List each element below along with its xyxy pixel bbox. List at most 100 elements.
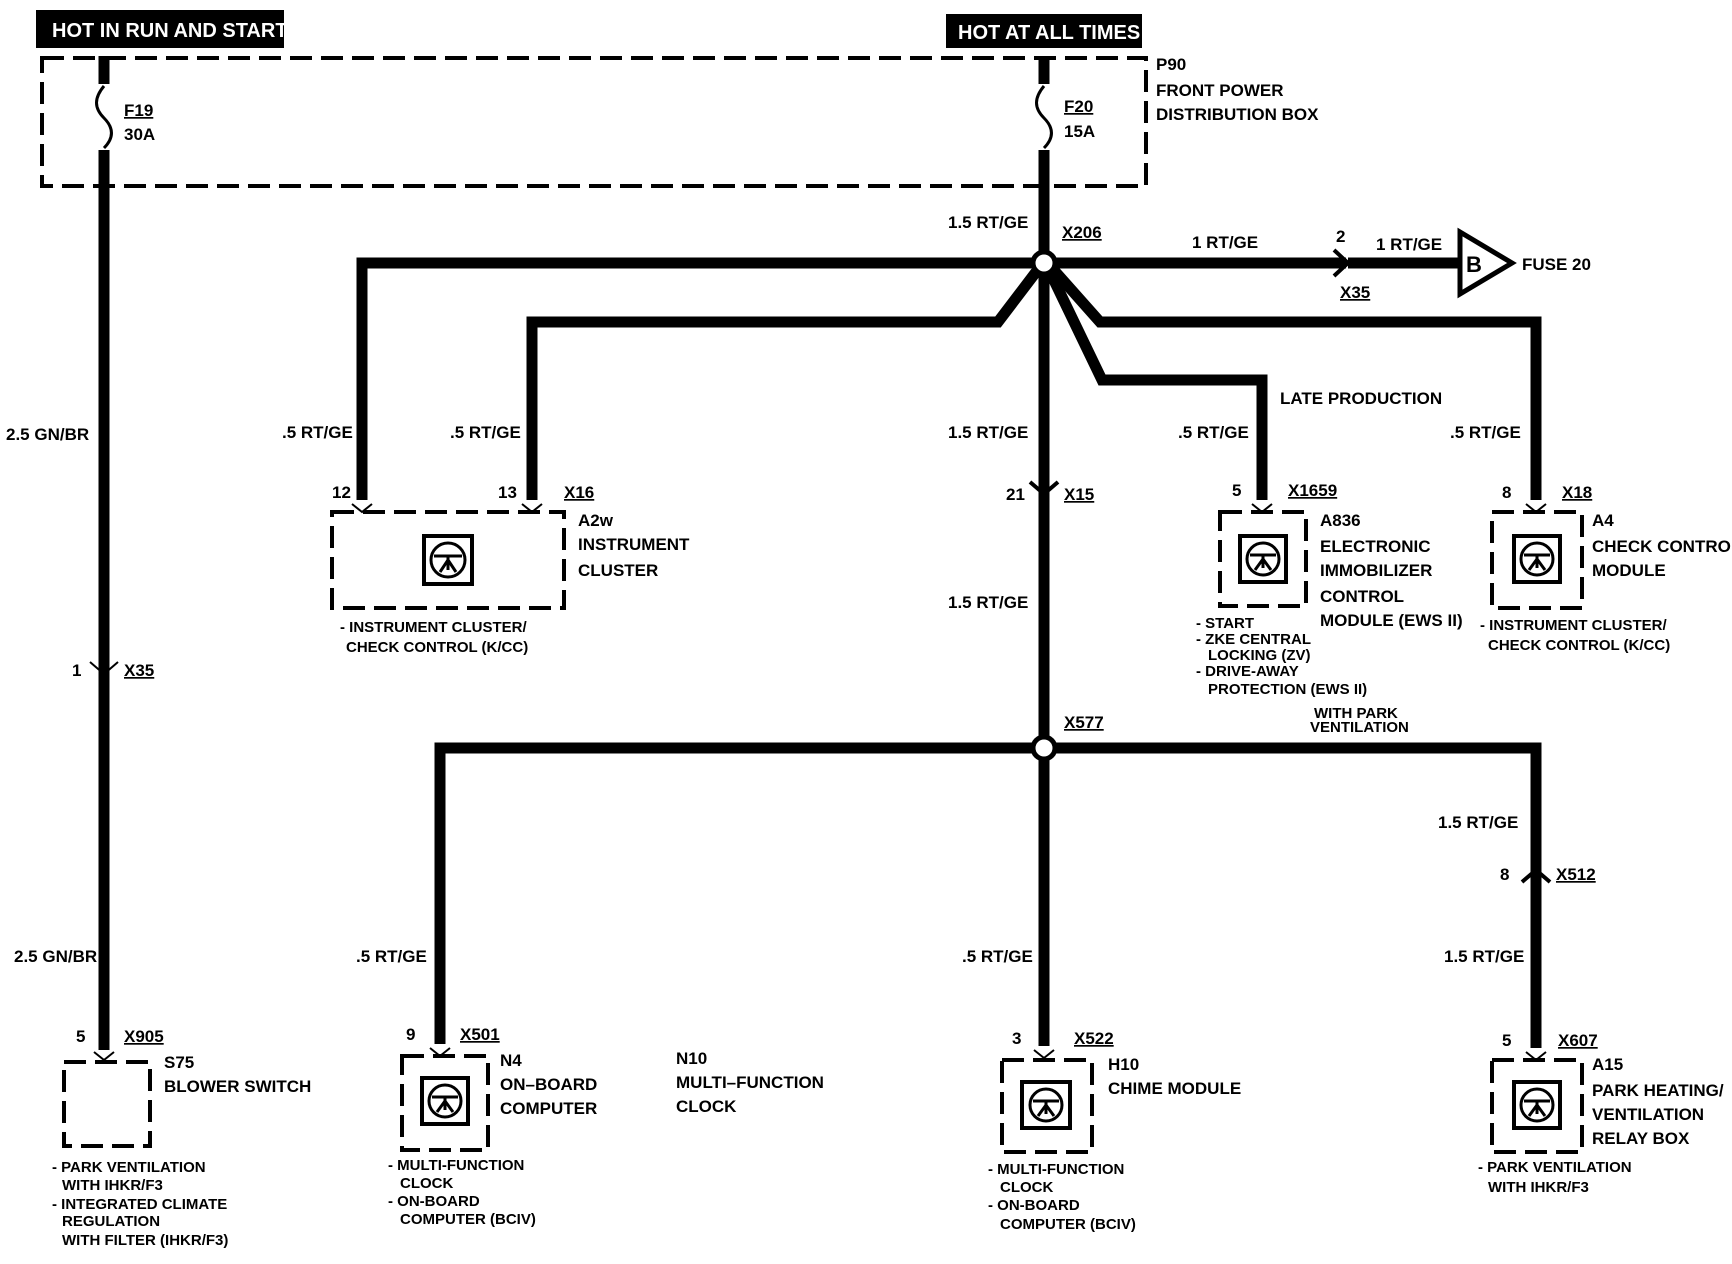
x607-id: X607 — [1558, 1031, 1598, 1050]
x522-id: X522 — [1074, 1029, 1114, 1048]
a836-name-2: IMMOBILIZER — [1320, 561, 1432, 580]
offpage-b-letter: B — [1466, 252, 1482, 277]
run-start-header: HOT IN RUN AND START — [52, 20, 288, 42]
n4-note-1: - MULTI-FUNCTION — [388, 1157, 524, 1174]
n10-name-1: MULTI–FUNCTION — [676, 1073, 824, 1092]
run-start-header-bg — [36, 10, 284, 48]
a4-note-2: CHECK CONTROL (K/CC) — [1488, 637, 1670, 654]
park-vent-note-1: WITH PARK — [1314, 705, 1398, 722]
a4-name-1: CHECK CONTROL — [1592, 537, 1732, 556]
s75-id: S75 — [164, 1053, 194, 1072]
wire-n4-label: .5 RT/GE — [356, 947, 427, 966]
wire-a15 — [1055, 742, 1542, 1048]
x15-connector-icon — [1028, 480, 1060, 497]
fuse-f19 — [95, 56, 113, 188]
wire-a2w-pin12 — [356, 257, 1034, 500]
a2w-module-icon — [422, 534, 474, 586]
h10-note-2: CLOCK — [1000, 1179, 1053, 1196]
x512-connector-icon — [1520, 867, 1552, 884]
power-box-name-2: DISTRIBUTION BOX — [1156, 105, 1319, 124]
n4-id: N4 — [500, 1051, 522, 1070]
component-a2w-box — [330, 510, 566, 610]
a836-module-icon — [1238, 534, 1288, 584]
wire-x15-lower-label: 1.5 RT/GE — [948, 593, 1028, 612]
x16-id: X16 — [564, 483, 594, 502]
a2w-name-2: CLUSTER — [578, 561, 658, 580]
s75-note-4: REGULATION — [62, 1213, 160, 1230]
all-times-header-bg — [946, 14, 1142, 48]
a2w-note-2: CHECK CONTROL (K/CC) — [346, 639, 528, 656]
a15-connector — [1525, 1051, 1547, 1062]
x1659-pin: 5 — [1232, 481, 1241, 500]
a836-note-1: - START — [1196, 615, 1254, 632]
n4-note-3: - ON-BOARD — [388, 1193, 480, 1210]
x35-top-pin: 2 — [1336, 227, 1345, 246]
a836-connector — [1251, 503, 1273, 514]
park-vent-note-2: VENTILATION — [1310, 719, 1409, 736]
s75-note-1: - PARK VENTILATION — [52, 1159, 206, 1176]
x18-pin: 8 — [1502, 483, 1511, 502]
fuse-f19-rating: 30A — [124, 125, 155, 144]
x15-id: X15 — [1064, 485, 1094, 504]
fuse-f20-id: F20 — [1064, 97, 1093, 116]
wire-n4 — [434, 742, 1033, 1044]
wire-main-top-label: 1.5 RT/GE — [948, 213, 1028, 232]
x16-pin-b: 13 — [498, 483, 517, 502]
n4-name-2: COMPUTER — [500, 1099, 597, 1118]
x35-left-pin: 1 — [72, 661, 81, 680]
h10-note-4: COMPUTER (BCIV) — [1000, 1216, 1136, 1233]
splice-x577-label: X577 — [1064, 713, 1104, 732]
wire-a4-label: .5 RT/GE — [1450, 423, 1521, 442]
wire-a836 — [1045, 269, 1268, 500]
a4-name-2: MODULE — [1592, 561, 1666, 580]
h10-id: H10 — [1108, 1055, 1139, 1074]
fuse-f19-id: F19 — [124, 101, 153, 120]
offpage-b-triangle — [1457, 227, 1517, 299]
a15-note-2: WITH IHKR/F3 — [1488, 1179, 1589, 1196]
n10-id: N10 — [676, 1049, 707, 1068]
wire-a2w-pin13 — [526, 268, 1041, 500]
x501-id: X501 — [460, 1025, 500, 1044]
x512-id: X512 — [1556, 865, 1596, 884]
a4-id: A4 — [1592, 511, 1614, 530]
n4-name-1: ON–BOARD — [500, 1075, 597, 1094]
wire-a2w-pin12-label: .5 RT/GE — [282, 423, 353, 442]
wire-gn-br-upper-label: 2.5 GN/BR — [6, 425, 89, 444]
x35-top-id: X35 — [1340, 283, 1370, 302]
h10-name-1: CHIME MODULE — [1108, 1079, 1241, 1098]
power-distribution-box — [40, 56, 1148, 188]
a836-note-2: - ZKE CENTRAL — [1196, 631, 1311, 648]
h10-note-3: - ON-BOARD — [988, 1197, 1080, 1214]
a2w-id: A2w — [578, 511, 614, 530]
offpage-label: FUSE 20 — [1522, 255, 1591, 274]
h10-module-icon — [1020, 1080, 1072, 1130]
wire-a15-lower-label: 1.5 RT/GE — [1444, 947, 1524, 966]
s75-note-2: WITH IHKR/F3 — [62, 1177, 163, 1194]
a836-note-5: PROTECTION (EWS II) — [1208, 681, 1367, 698]
n4-note-2: CLOCK — [400, 1175, 453, 1192]
x905-id: X905 — [124, 1027, 164, 1046]
a836-name-4: MODULE (EWS II) — [1320, 611, 1463, 630]
a15-name-2: VENTILATION — [1592, 1105, 1704, 1124]
x35-left-connector-icon — [89, 661, 119, 676]
a2w-pin13-connector — [521, 503, 543, 514]
s75-connector — [93, 1051, 115, 1062]
late-production-note: LATE PRODUCTION — [1280, 389, 1442, 408]
all-times-header: HOT AT ALL TIMES — [958, 22, 1140, 44]
fuse-f20 — [1035, 56, 1053, 188]
x512-pin: 8 — [1500, 865, 1509, 884]
h10-note-1: - MULTI-FUNCTION — [988, 1161, 1124, 1178]
x16-pin-a: 12 — [332, 483, 351, 502]
wire-h10-label: .5 RT/GE — [962, 947, 1033, 966]
x501-pin: 9 — [406, 1025, 415, 1044]
splice-x206-label: X206 — [1062, 223, 1102, 242]
a836-name-1: ELECTRONIC — [1320, 537, 1431, 556]
x1659-id: X1659 — [1288, 481, 1337, 500]
a836-id: A836 — [1320, 511, 1361, 530]
power-box-name-1: FRONT POWER — [1156, 81, 1284, 100]
s75-note-5: WITH FILTER (IHKR/F3) — [62, 1232, 228, 1249]
a15-name-3: RELAY BOX — [1592, 1129, 1690, 1148]
x905-pin: 5 — [76, 1027, 85, 1046]
x18-id: X18 — [1562, 483, 1592, 502]
